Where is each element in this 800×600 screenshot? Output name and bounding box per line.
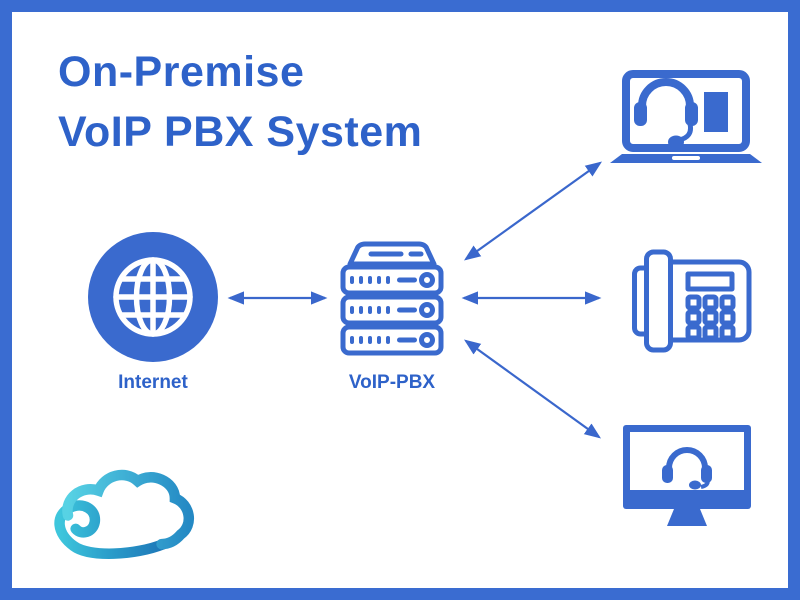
internet-label: Internet: [118, 372, 188, 393]
cloud-logo-icon: [54, 469, 194, 559]
server-stack-icon: [340, 241, 444, 356]
page-title-line2: VoIP PBX System: [58, 108, 423, 156]
device-laptop: [610, 70, 762, 171]
arrow-pbx-monitor: [463, 339, 602, 439]
pbx-node: [335, 240, 449, 363]
desk-phone-icon: [632, 249, 752, 353]
page-title-line1: On-Premise: [58, 48, 305, 96]
cloud-logo: [38, 462, 203, 572]
device-monitor: [622, 424, 752, 537]
device-desk-phone: [632, 249, 752, 358]
page-title: On-Premise VoIP PBX System: [58, 42, 422, 162]
globe-icon: [88, 232, 218, 362]
arrow-pbx-laptop: [463, 161, 603, 261]
pbx-label: VoIP-PBX: [348, 372, 436, 393]
laptop-headset-icon: [610, 70, 762, 163]
monitor-headset-icon: [623, 425, 751, 526]
internet-node: [88, 232, 218, 367]
